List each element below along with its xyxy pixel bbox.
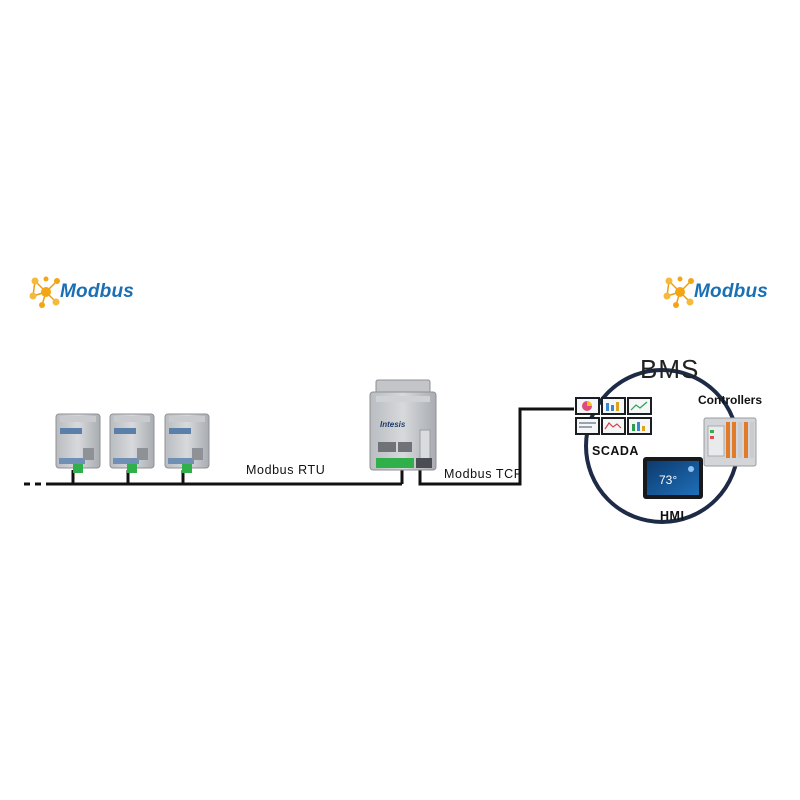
modbus-logo-text: Modbus [694,281,769,302]
slave-device-2 [109,413,155,473]
gateway-brand: Intesis [380,420,406,429]
controllers-label: Controllers [698,393,763,407]
slave-device-1 [55,413,101,473]
scada-monitors [575,397,652,435]
modbus-logo-right: Modbus [662,274,768,310]
slave-device-3 [164,413,210,473]
bms-title: BMS [640,354,700,384]
modbus-molecule-icon [29,276,60,308]
modbus-tcp-label: Modbus TCP [444,467,523,481]
hmi-display-value: 73° [659,473,677,487]
scada-label: SCADA [592,444,639,458]
intesis-gateway: Intesis [369,379,437,471]
modbus-rtu-label: Modbus RTU [246,463,326,477]
modbus-molecule-icon [663,276,694,308]
hmi-label: HMI [660,509,685,523]
hmi-panel: 73° [643,457,703,499]
modbus-logo-left: Modbus [28,274,134,310]
controllers-plc [703,417,757,467]
modbus-logo-text: Modbus [60,281,135,302]
modbus-tcp-cable [418,407,574,486]
